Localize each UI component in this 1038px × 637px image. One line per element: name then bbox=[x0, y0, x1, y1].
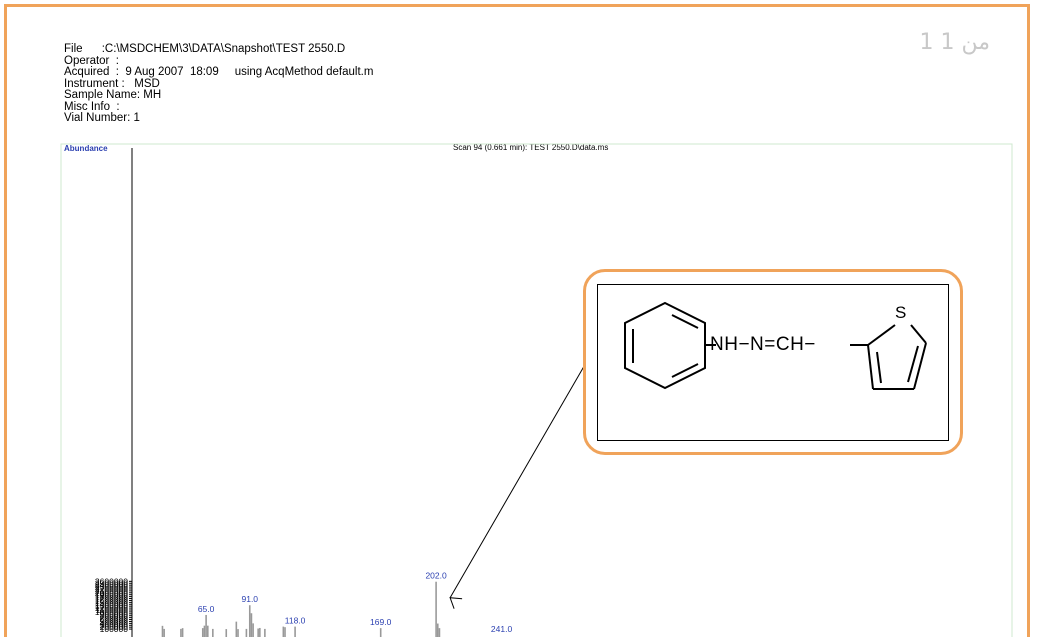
y-tick-label: 200000 bbox=[100, 622, 129, 632]
y-tick-label: 1600000 bbox=[95, 595, 128, 605]
y-tick-label: 900000 bbox=[100, 609, 129, 619]
file-line: File :C:\MSDCHEM\3\DATA\Snapshot\TEST 25… bbox=[64, 43, 346, 55]
y-tick-label: 2000000 bbox=[95, 588, 128, 598]
chart-title: Scan 94 (0.661 min): TEST 2550.D\data.ms bbox=[453, 143, 609, 152]
peak-label: 202.0 bbox=[425, 571, 447, 581]
y-tick-label: 300000 bbox=[100, 620, 129, 630]
y-tick-label: 1100000 bbox=[96, 605, 129, 615]
report-header: File :C:\MSDCHEM\3\DATA\Snapshot\TEST 25… bbox=[64, 43, 374, 125]
page-frame bbox=[4, 4, 1030, 637]
y-tick-label: 1300000 bbox=[95, 601, 128, 611]
y-tick-label: 400000 bbox=[100, 618, 129, 628]
hydrazone-chain-label: NH−N=CH− bbox=[710, 334, 816, 355]
annotation-arrow-head bbox=[449, 597, 463, 609]
structure-callout: NH−N=CH− S bbox=[583, 269, 963, 455]
instrument-line: Instrument : MSD bbox=[64, 77, 160, 90]
y-tick-label: 100000 bbox=[100, 624, 129, 634]
y-tick-label: 1000000 bbox=[95, 607, 128, 617]
sulfur-atom-label: S bbox=[895, 303, 907, 322]
operator-line: Operator : bbox=[64, 54, 119, 67]
y-tick-label: 2600000 bbox=[95, 576, 128, 586]
y-tick-label: 1400000 bbox=[95, 599, 128, 609]
sample-name-line: Sample Name: MH bbox=[64, 89, 162, 101]
y-tick-label: 2200000 bbox=[95, 584, 128, 594]
peak-label: 241.0 bbox=[491, 624, 513, 634]
misc-info-line: Misc Info : bbox=[64, 100, 120, 113]
y-tick-label: 2400000 bbox=[95, 580, 128, 590]
thiophene-double-bond-2 bbox=[907, 345, 919, 383]
thiophene-bond-c2-c3 bbox=[867, 344, 874, 390]
benzene-double-bond-1 bbox=[671, 314, 699, 329]
peak-label: 118.0 bbox=[285, 616, 306, 626]
y-tick-label: 1800000 bbox=[95, 592, 128, 602]
y-tick-label: 2100000 bbox=[95, 586, 128, 596]
benzene-double-bond-2 bbox=[671, 363, 699, 378]
page-indicator: 1 من 1 bbox=[919, 30, 990, 55]
y-tick-label: 500000 bbox=[100, 616, 129, 626]
acquired-line: Acquired : 9 Aug 2007 18:09 using AcqMet… bbox=[64, 66, 374, 78]
structure-frame: NH−N=CH− S bbox=[597, 284, 949, 441]
y-tick-label: 2500000 bbox=[95, 578, 128, 588]
peak-label: 65.0 bbox=[198, 604, 215, 614]
y-tick-label: 2300000 bbox=[95, 582, 128, 592]
molecule-drawing bbox=[624, 301, 927, 390]
y-tick-label: 1900000 bbox=[95, 590, 128, 600]
thiophene-bond-c5-s bbox=[910, 324, 927, 344]
y-tick-label: 800000 bbox=[100, 611, 129, 621]
y-tick-label: 1200000 bbox=[95, 603, 128, 613]
vial-number-line: Vial Number: 1 bbox=[64, 112, 140, 124]
thiophene-bond-c4-c5 bbox=[913, 342, 927, 390]
peak-label: 169.0 bbox=[370, 617, 392, 627]
peak-label: 91.0 bbox=[241, 594, 258, 604]
benzene-ring bbox=[624, 301, 706, 390]
thiophene-double-bond-1 bbox=[876, 351, 882, 384]
thiophene-bond-s-c2 bbox=[867, 324, 896, 346]
y-tick-label: 1500000 bbox=[95, 597, 128, 607]
y-axis-label: Abundance bbox=[64, 144, 108, 153]
plot-border bbox=[60, 143, 1013, 637]
y-tick-label: 700000 bbox=[100, 613, 129, 623]
y-tick-label: 600000 bbox=[100, 615, 129, 625]
y-tick-label: 1700000 bbox=[95, 594, 128, 604]
